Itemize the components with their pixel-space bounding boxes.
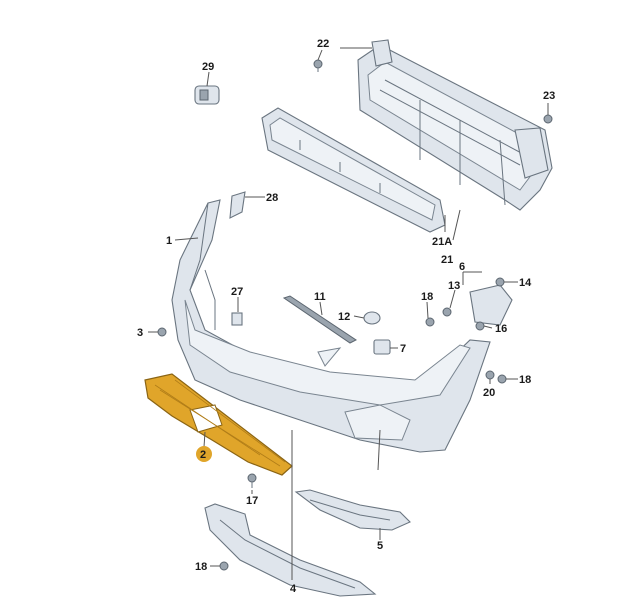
clip-27 bbox=[231, 312, 243, 326]
callout-16: 16 bbox=[495, 323, 507, 335]
callout-14: 14 bbox=[519, 277, 532, 289]
leader-lines bbox=[148, 47, 549, 580]
callout-1: 1 bbox=[166, 235, 172, 247]
callout-12: 12 bbox=[338, 311, 350, 323]
callout-6: 6 bbox=[459, 261, 465, 273]
callout-27: 27 bbox=[231, 286, 243, 298]
trim-strip-11 bbox=[282, 295, 357, 344]
callout-5: 5 bbox=[377, 540, 383, 552]
callout-13: 13 bbox=[448, 280, 460, 292]
callout-29: 29 bbox=[202, 61, 214, 73]
callout-18-b: 18 bbox=[519, 374, 531, 386]
screw-17 bbox=[247, 473, 257, 488]
energy-absorber bbox=[261, 107, 446, 233]
bumper-cover bbox=[171, 199, 491, 453]
callout-18-c: 18 bbox=[195, 561, 207, 573]
callout-labels: 29 22 23 28 1 21A 21 6 27 11 12 18 13 14… bbox=[137, 38, 555, 595]
clip-3 bbox=[157, 327, 167, 337]
bracket-6 bbox=[425, 277, 513, 331]
callout-3: 3 bbox=[137, 327, 143, 339]
callout-21A: 21A bbox=[432, 236, 452, 248]
reinforcement-bar bbox=[357, 39, 553, 211]
bracket-28 bbox=[229, 191, 246, 219]
callout-28: 28 bbox=[266, 192, 278, 204]
screw-18-bottom bbox=[219, 561, 229, 571]
screw-23 bbox=[543, 114, 553, 124]
lower-grille bbox=[144, 373, 293, 476]
lower-spoiler-4 bbox=[204, 503, 377, 597]
callout-22: 22 bbox=[317, 38, 329, 50]
callout-17: 17 bbox=[246, 495, 258, 507]
clip-12 bbox=[363, 311, 381, 325]
screw-20 bbox=[485, 370, 507, 384]
callout-11: 11 bbox=[314, 291, 326, 303]
callout-23: 23 bbox=[543, 90, 555, 102]
callout-2-badge bbox=[196, 446, 212, 462]
bracket-29 bbox=[194, 85, 220, 105]
callout-21: 21 bbox=[441, 254, 453, 266]
screw-22 bbox=[313, 59, 323, 72]
clip-7 bbox=[373, 339, 391, 355]
callout-2: 2 bbox=[200, 449, 206, 461]
callout-7: 7 bbox=[400, 343, 406, 355]
fog-lamp-trim-5 bbox=[294, 489, 411, 531]
callout-18-a: 18 bbox=[421, 291, 433, 303]
callout-20: 20 bbox=[483, 387, 495, 399]
callout-4: 4 bbox=[290, 583, 297, 595]
